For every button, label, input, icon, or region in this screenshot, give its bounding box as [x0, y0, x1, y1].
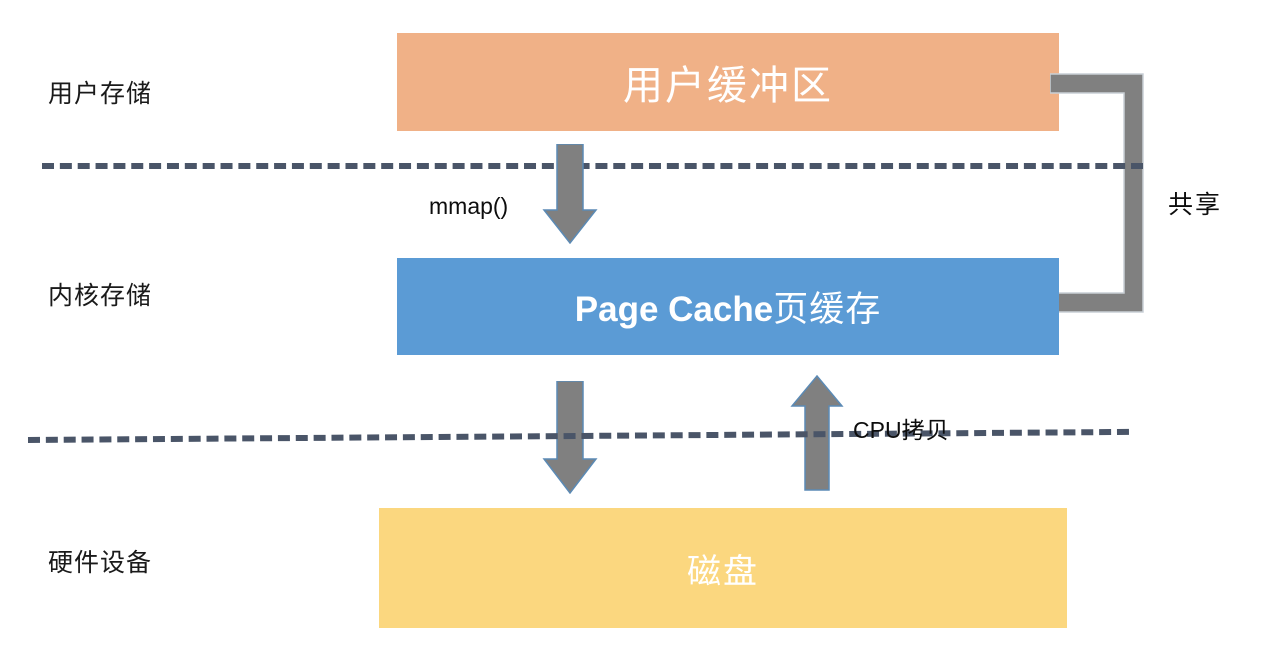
arrow-up-icon — [790, 374, 844, 491]
share-label: 共享 — [1168, 192, 1223, 219]
cpu-copy-label-latin: CPU — [853, 417, 902, 443]
row-label-user-storage: 用户存储 — [48, 81, 153, 108]
mmap-label: mmap() — [429, 193, 509, 219]
box-page-cache-label: Page Cache页缓存 — [575, 281, 881, 332]
box-page-cache-label-latin: Page Cache — [574, 290, 774, 329]
box-page-cache-label-cjk: 页缓存 — [773, 290, 882, 329]
row-label-hardware-device: 硬件设备 — [48, 550, 153, 577]
box-user-buffer: 用户缓冲区 — [397, 33, 1059, 131]
share-bracket-icon — [1049, 73, 1144, 313]
writeback-arrow — [540, 380, 600, 495]
arrow-down-icon — [542, 380, 598, 495]
share-bracket — [1049, 66, 1150, 320]
mmap-arrow — [540, 143, 600, 245]
row-label-kernel-storage: 内核存储 — [48, 283, 153, 310]
box-disk-label: 磁盘 — [687, 553, 759, 591]
cpu-copy-arrow — [790, 374, 844, 491]
arrow-down-icon — [542, 143, 598, 245]
cpu-copy-label: CPU拷贝 — [853, 411, 950, 445]
box-user-buffer-label: 用户缓冲区 — [623, 63, 833, 108]
separator-user-kernel — [42, 163, 1143, 169]
cpu-copy-label-cjk: 拷贝 — [901, 418, 950, 443]
box-disk: 磁盘 — [379, 508, 1067, 628]
box-page-cache: Page Cache页缓存 — [397, 258, 1059, 355]
